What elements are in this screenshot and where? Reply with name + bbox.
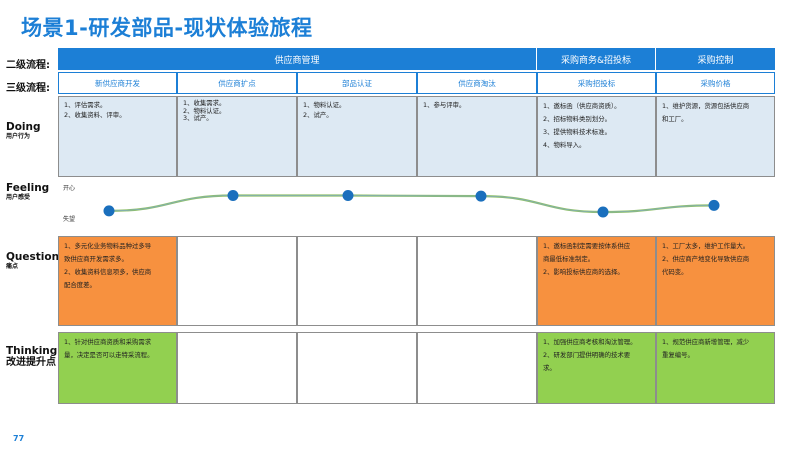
doing-line: 3、提供物料技术标准。 (543, 128, 611, 136)
feeling-dots (103, 190, 720, 218)
page-number: 77 (13, 434, 25, 443)
thinking-line: 量，决定是否可以走特采流程。 (64, 351, 154, 359)
question-line: 1、多元化业务物料品种过多导 (64, 242, 152, 250)
level3-header-part-certification: 部品认证 (297, 72, 417, 94)
feeling-title: Feeling (6, 182, 50, 194)
question-title: Question (6, 251, 60, 263)
thinking-cell-new-supplier: 1、针对供应商资质和采购需求 量，决定是否可以走特采流程。 (58, 332, 177, 404)
question-line: 1、工厂太多，维护工作量大。 (662, 242, 750, 250)
question-subtitle: 痛点 (6, 263, 19, 270)
level3-header-supplier-expansion: 供应商扩点 (177, 72, 297, 94)
thinking-line: 1、针对供应商资质和采购需求 (64, 338, 152, 346)
doing-line: 4、物料导入。 (543, 141, 586, 149)
question-cell-new-supplier: 1、多元化业务物料品种过多导 致供应商开发需求多。 2、收集资料信息项多，供应商… (58, 236, 177, 326)
thinking-cell-procurement-price: 1、规范供应商新增管理，减少 重复编号。 (656, 332, 775, 404)
doing-line: 1、维护货源，货源包括供应商 (662, 102, 750, 110)
question-cell-part-certification (297, 236, 417, 326)
question-cell-procurement-tender: 1、邀标函制定需要按体系供应 商最低标准制定。 2、影响投标供应商的选择。 (537, 236, 656, 326)
feeling-point (597, 206, 609, 218)
question-line: 1、邀标函制定需要按体系供应 (543, 242, 631, 250)
thinking-row-label: Thinking 改进提升点 (6, 345, 57, 369)
doing-line: 2、物料认证。 (183, 106, 226, 115)
question-row-label: Question 痛点 (6, 251, 59, 271)
thinking-cell-procurement-tender: 1、加强供应商考核和淘汰管理。 2、研发部门提供明确的技术要 求。 (537, 332, 656, 404)
doing-cell-new-supplier: 1、评估需求。 2、收集资料、评审。 (58, 96, 177, 177)
question-line: 致供应商开发需求多。 (64, 255, 128, 263)
thinking-title: Thinking (6, 345, 58, 357)
level3-header-supplier-elimination: 供应商淘汰 (417, 72, 537, 94)
doing-line: 3、试产。 (183, 114, 213, 122)
feeling-point (342, 190, 354, 201)
feeling-point (475, 190, 487, 202)
doing-row-label: Doing 用户行为 (6, 121, 41, 141)
level2-row-label: 二级流程: (6, 60, 50, 71)
question-cell-supplier-expansion (177, 236, 297, 326)
doing-line: 2、收集资料、评审。 (64, 111, 126, 119)
thinking-line: 2、研发部门提供明确的技术要 (543, 351, 631, 359)
doing-cell-supplier-expansion: 1、收集需求。 2、物料认证。 3、试产。 (177, 96, 297, 177)
doing-cell-procurement-tender: 1、邀标函（供应商资质）。 2、招标物料类别划分。 3、提供物料技术标准。 4、… (537, 96, 656, 177)
thinking-line: 1、加强供应商考核和淘汰管理。 (543, 338, 637, 346)
page-title: 场景1-研发部品-现状体验旅程 (21, 16, 313, 40)
question-cell-supplier-elimination (417, 236, 537, 326)
feeling-point (227, 190, 239, 201)
doing-line: 2、招标物料类别划分。 (543, 115, 611, 123)
thinking-cell-part-certification (297, 332, 417, 404)
feeling-point (103, 205, 115, 217)
level2-header-procurement-bidding: 采购商务&招投标 (537, 48, 656, 70)
feeling-subtitle: 用户感受 (6, 194, 31, 201)
doing-cell-part-certification: 1、物料认证。 2、试产。 (297, 96, 417, 177)
doing-cell-procurement-price: 1、维护货源，货源包括供应商 和工厂。 (656, 96, 775, 177)
feeling-high-label: 开心 (63, 185, 76, 192)
thinking-line: 重复编号。 (662, 351, 694, 359)
level3-header-new-supplier: 新供应商开发 (58, 72, 177, 94)
feeling-row-label: Feeling 用户感受 (6, 182, 49, 202)
doing-line: 1、物料认证。 (303, 101, 346, 109)
question-line: 代码变。 (662, 268, 688, 276)
doing-subtitle: 用户行为 (6, 133, 31, 140)
feeling-curve-line-shade (108, 195, 715, 213)
question-cell-procurement-price: 1、工厂太多，维护工作量大。 2、供应商产地变化导致供应商 代码变。 (656, 236, 775, 326)
level2-header-supplier-management: 供应商管理 (58, 48, 537, 70)
question-line: 2、供应商产地变化导致供应商 (662, 255, 750, 263)
doing-line: 1、收集需求。 (183, 99, 226, 107)
question-line: 商最低标准制定。 (543, 255, 595, 263)
level3-header-procurement-price: 采购价格 (656, 72, 775, 94)
feeling-curve-line (108, 194, 715, 214)
question-line: 2、收集资料信息项多，供应商 (64, 268, 152, 276)
doing-line: 1、评估需求。 (64, 101, 107, 109)
thinking-line: 1、规范供应商新增管理，减少 (662, 338, 750, 346)
feeling-low-label: 失望 (63, 216, 76, 223)
question-line: 配合度差。 (64, 281, 96, 289)
doing-cell-supplier-elimination: 1、参与评审。 (417, 96, 537, 177)
doing-line: 1、邀标函（供应商资质）。 (543, 102, 621, 110)
thinking-cell-supplier-expansion (177, 332, 297, 404)
doing-line: 和工厂。 (662, 115, 688, 123)
doing-line: 2、试产。 (303, 111, 333, 119)
thinking-line: 求。 (543, 364, 556, 372)
feeling-point (708, 199, 720, 211)
thinking-cell-supplier-elimination (417, 332, 537, 404)
question-line: 2、影响投标供应商的选择。 (543, 268, 624, 276)
doing-line: 1、参与评审。 (423, 101, 466, 109)
level3-row-label: 三级流程: (6, 83, 50, 94)
thinking-subtitle: 改进提升点 (6, 357, 56, 368)
level3-header-procurement-tender: 采购招投标 (537, 72, 656, 94)
doing-title: Doing (6, 121, 41, 133)
level2-header-procurement-control: 采购控制 (656, 48, 775, 70)
